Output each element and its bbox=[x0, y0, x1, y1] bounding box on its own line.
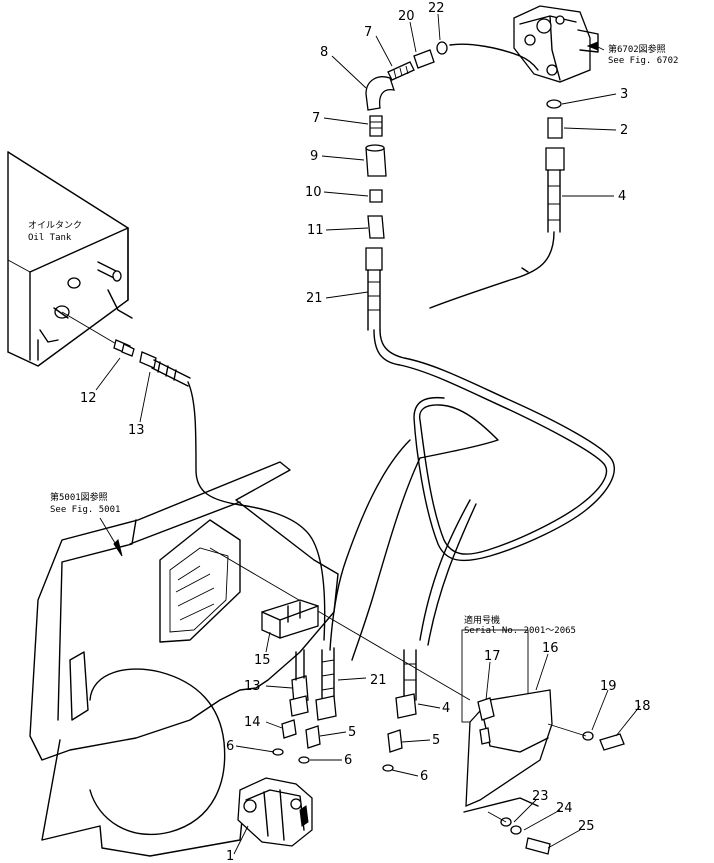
callout-2: 2 bbox=[620, 123, 628, 138]
control-valve: 第6702図参照 See Fig. 6702 bbox=[513, 5, 678, 83]
oil-tank: オイルタンク Oil Tank bbox=[7, 151, 133, 367]
callout-17: 17 bbox=[484, 649, 501, 664]
callout-10: 10 bbox=[305, 185, 322, 200]
pump bbox=[237, 777, 313, 847]
tank-fittings bbox=[61, 311, 191, 387]
clamp-block-15 bbox=[261, 599, 319, 639]
callout-numbers: 22 20 7 8 7 9 10 11 21 3 2 4 12 13 15 13… bbox=[80, 1, 651, 863]
callout-23: 23 bbox=[532, 789, 549, 804]
hose-routes bbox=[187, 231, 615, 661]
callout-6: 6 bbox=[420, 769, 428, 784]
callout-22: 22 bbox=[428, 1, 445, 16]
frame: 第5001図参照 See Fig. 5001 bbox=[29, 461, 471, 857]
callout-24: 24 bbox=[556, 801, 573, 816]
right-fittings bbox=[521, 99, 565, 273]
callout-4: 4 bbox=[618, 189, 626, 204]
callout-14: 14 bbox=[244, 715, 261, 730]
callout-20: 20 bbox=[398, 9, 415, 24]
lower-fittings bbox=[272, 647, 417, 772]
callout-21: 21 bbox=[306, 291, 323, 306]
callout-7: 7 bbox=[312, 111, 320, 126]
callout-6: 6 bbox=[344, 753, 352, 768]
callout-21: 21 bbox=[370, 673, 387, 688]
callout-4: 4 bbox=[442, 701, 450, 716]
callout-13: 13 bbox=[244, 679, 261, 694]
callout-15: 15 bbox=[254, 653, 271, 668]
leader-lines bbox=[95, 13, 641, 855]
valve-ref-jp: 第6702図参照 bbox=[608, 43, 666, 55]
oil-tank-label-en: Oil Tank bbox=[28, 233, 72, 243]
callout-5: 5 bbox=[432, 733, 440, 748]
serial-label-en: Serial No. 2001～2065 bbox=[464, 626, 576, 636]
callout-11: 11 bbox=[307, 223, 324, 238]
vertical-assembly bbox=[365, 41, 448, 331]
callout-25: 25 bbox=[578, 819, 595, 834]
upper-hose bbox=[449, 43, 539, 71]
callout-9: 9 bbox=[310, 149, 318, 164]
callout-1: 1 bbox=[226, 849, 234, 863]
frame-ref-jp: 第5001図参照 bbox=[50, 491, 108, 503]
frame-ref-en: See Fig. 5001 bbox=[50, 505, 120, 515]
oil-tank-label-jp: オイルタンク bbox=[28, 220, 82, 231]
valve-ref-en: See Fig. 6702 bbox=[608, 56, 678, 66]
callout-16: 16 bbox=[542, 641, 559, 656]
bracket-16: 適用号機 Serial No. 2001～2065 bbox=[461, 614, 625, 855]
callout-18: 18 bbox=[634, 699, 651, 714]
callout-3: 3 bbox=[620, 87, 628, 102]
callout-7: 7 bbox=[364, 25, 372, 40]
callout-5: 5 bbox=[348, 725, 356, 740]
callout-19: 19 bbox=[600, 679, 617, 694]
callout-13: 13 bbox=[128, 423, 145, 438]
callout-6: 6 bbox=[226, 739, 234, 754]
callout-12: 12 bbox=[80, 391, 97, 406]
callout-8: 8 bbox=[320, 45, 328, 60]
serial-label-jp: 適用号機 bbox=[464, 614, 500, 626]
